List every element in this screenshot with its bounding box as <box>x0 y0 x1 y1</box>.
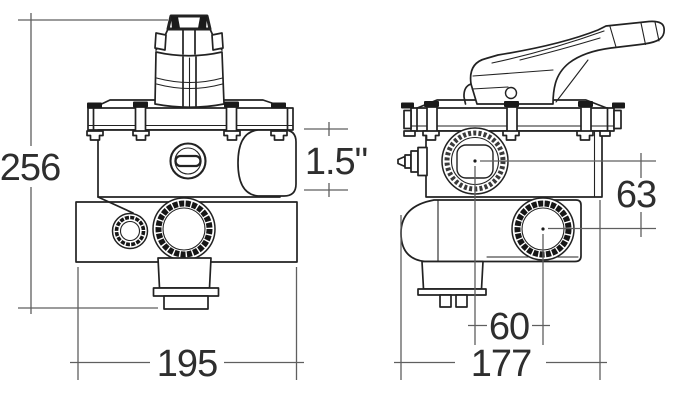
front-view <box>75 14 298 310</box>
side-view <box>397 20 666 308</box>
pressure-port <box>111 212 149 250</box>
air-relief-valve <box>397 146 428 177</box>
dim-label-front-width: 195 <box>157 343 217 385</box>
dim-label-overall-height: 256 <box>0 147 60 189</box>
sight-glass <box>169 142 207 180</box>
clamp-bolts-side <box>401 101 625 141</box>
dim-label-port-center-drop: 63 <box>616 174 656 216</box>
side-port-boss <box>237 129 297 197</box>
dim-port-size: 1.5" <box>304 122 368 197</box>
clamp-ring-front <box>87 107 294 131</box>
dimensions: 256 195 1.5" 63 60 <box>0 13 657 385</box>
clamp-bolts-front <box>86 101 288 141</box>
dim-overall-height: 256 <box>0 13 168 314</box>
dim-label-side-width: 177 <box>471 343 531 385</box>
dim-label-port-center-offset: 60 <box>489 306 529 348</box>
dim-front-width: 195 <box>70 267 304 385</box>
lever-handle <box>463 20 666 105</box>
inlet-port-front <box>152 197 216 261</box>
dim-port-center-drop: 63 <box>480 153 657 237</box>
dim-label-port-size: 1.5" <box>305 141 367 183</box>
waste-port-front <box>152 257 220 310</box>
dim-side-width: 177 <box>394 200 607 385</box>
waste-port-side <box>417 260 487 308</box>
control-knob <box>154 14 225 109</box>
dim-port-center-offset: 60 <box>468 166 550 348</box>
pump-port <box>441 127 509 195</box>
